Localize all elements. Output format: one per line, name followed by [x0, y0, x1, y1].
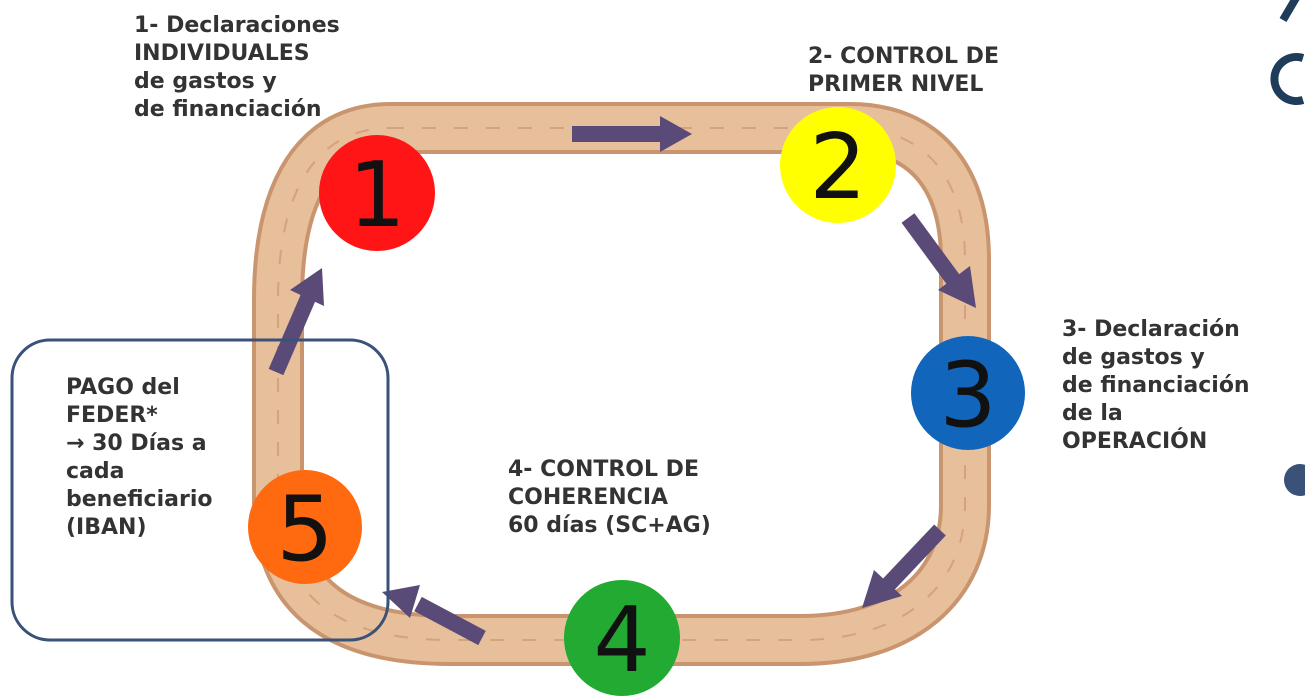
flow-arrows [268, 116, 976, 646]
step-1-number: 1 [348, 143, 405, 248]
step-5-label: PAGO del FEDER* → 30 Días a cada benefic… [66, 375, 213, 540]
step-4-label: 4- CONTROL DE COHERENCIA 60 días (SC+AG) [508, 457, 711, 538]
arrow-5-to-1 [268, 268, 324, 376]
arrow-3-to-4 [862, 524, 946, 608]
cropped-title-fragment [1270, 0, 1305, 105]
step-5-circle [248, 470, 362, 584]
step-3-label: 3- Declaración de gastos y de financiaci… [1062, 317, 1250, 454]
arrow-1-to-2 [572, 116, 692, 152]
step-circle-4: 4 [564, 580, 680, 696]
step-1-label: 1- Declaraciones INDIVIDUALES de gastos … [134, 13, 340, 122]
step-3-circle [911, 336, 1025, 450]
step-circle-3: 3 [911, 336, 1025, 450]
step-2-circle [780, 107, 896, 223]
arrow-4-to-5 [382, 585, 486, 646]
step-2-label: 2- CONTROL DE PRIMER NIVEL [808, 44, 999, 97]
step-4-circle [564, 580, 680, 696]
step-4-number: 4 [593, 588, 650, 693]
step-circle-5: 5 [248, 470, 362, 584]
step-5-number: 5 [276, 477, 333, 582]
step-3-number: 3 [939, 343, 996, 448]
arrow-2-to-3 [901, 213, 976, 308]
step-1-circle [319, 135, 435, 251]
step-2-number: 2 [809, 115, 866, 220]
step-5-callout-box [10, 338, 390, 642]
wooden-track-surface [256, 106, 987, 662]
cropped-circle-fragment [1284, 464, 1305, 496]
step-circle-2: 2 [780, 107, 896, 223]
step-circle-1: 1 [319, 135, 435, 251]
